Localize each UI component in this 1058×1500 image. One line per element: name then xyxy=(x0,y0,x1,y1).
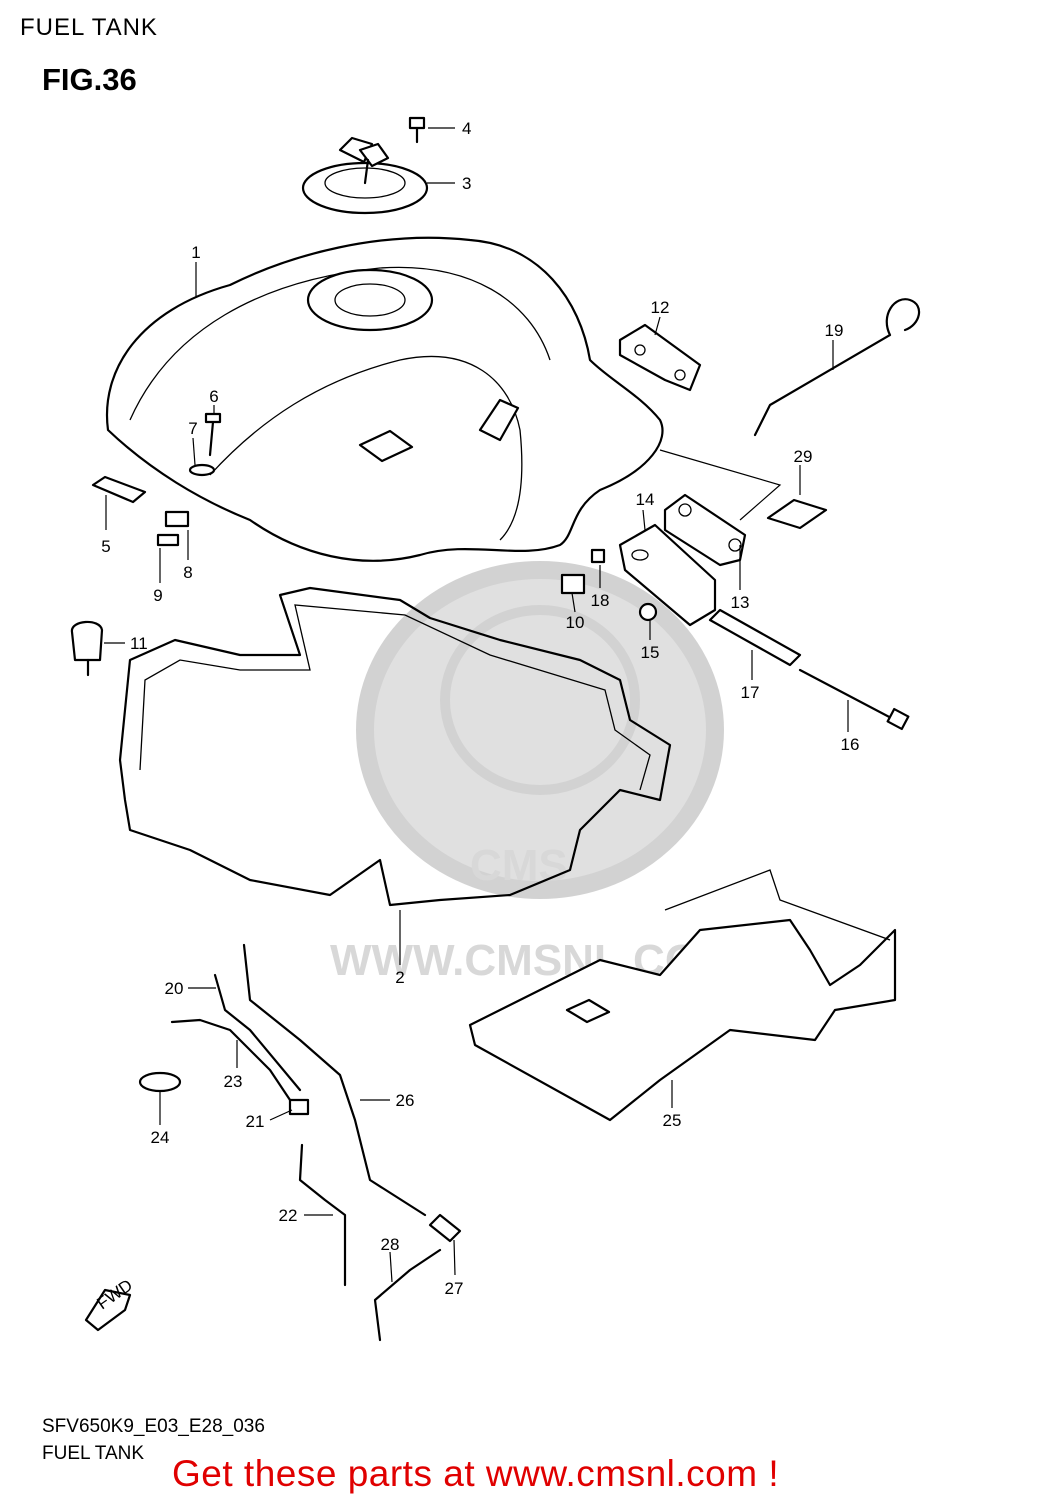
part-7-washer[interactable] xyxy=(188,463,216,477)
part-1-fuel-tank[interactable] xyxy=(105,236,664,562)
callout-17: 17 xyxy=(741,683,760,702)
footer-title: FUEL TANK xyxy=(42,1443,145,1464)
part-16-bolt[interactable] xyxy=(798,668,910,731)
callout-29: 29 xyxy=(794,447,813,466)
part-3-fuel-cap[interactable] xyxy=(301,136,429,215)
callout-19: 19 xyxy=(825,321,844,340)
callout-4: 4 xyxy=(462,119,471,138)
figure-number: FIG.36 xyxy=(42,62,137,97)
watermark-logo: CMS xyxy=(470,841,568,890)
callout-9: 9 xyxy=(153,586,162,605)
callout-8: 8 xyxy=(183,563,192,582)
callout-7: 7 xyxy=(188,419,197,438)
callout-1: 1 xyxy=(191,243,200,262)
part-12-bracket[interactable] xyxy=(618,323,702,392)
part-19-wire[interactable] xyxy=(753,298,921,437)
cmsnl-watermark: CMS WWW.CMSNL.COM xyxy=(330,561,736,985)
callout-23: 23 xyxy=(224,1072,243,1091)
part-15-nut[interactable] xyxy=(638,602,658,622)
callout-14: 14 xyxy=(636,490,655,509)
part-11-cushion[interactable] xyxy=(70,620,104,677)
callout-25: 25 xyxy=(663,1111,682,1130)
part-29-pad[interactable] xyxy=(766,498,828,530)
callout-5: 5 xyxy=(101,537,110,556)
part-18-clip[interactable] xyxy=(590,548,606,564)
callout-16: 16 xyxy=(841,735,860,754)
page-title: FUEL TANK xyxy=(20,14,158,41)
callout-22: 22 xyxy=(279,1206,298,1225)
callout-12: 12 xyxy=(651,298,670,317)
callout-10: 10 xyxy=(566,613,585,632)
part-23-hose[interactable] xyxy=(170,1018,292,1102)
part-17-collar[interactable] xyxy=(708,608,802,667)
part-10-pad[interactable] xyxy=(560,573,586,595)
part-14-hinge[interactable] xyxy=(618,523,717,627)
part-2-seal[interactable] xyxy=(118,586,672,907)
part-22-hose[interactable] xyxy=(298,1143,347,1287)
callout-11: 11 xyxy=(130,634,148,653)
callout-15: 15 xyxy=(641,643,660,662)
part-26-hose[interactable] xyxy=(242,943,427,1217)
part-6-bolt[interactable] xyxy=(204,412,222,457)
part-25-heat-shield[interactable] xyxy=(468,869,897,1122)
part-5-cushion[interactable] xyxy=(91,475,147,504)
part-24-ring[interactable] xyxy=(138,1071,182,1093)
callout-18: 18 xyxy=(591,591,610,610)
callout-28: 28 xyxy=(381,1235,400,1254)
part-27-joint[interactable] xyxy=(428,1213,462,1243)
callout-6: 6 xyxy=(209,387,218,406)
buy-parts-link[interactable]: Get these parts at www.cmsnl.com ! xyxy=(172,1453,780,1494)
part-28-hose[interactable] xyxy=(373,1248,442,1342)
callout-labels: 1 2 3 4 5 6 7 8 9 10 11 12 13 14 15 16 1… xyxy=(101,119,859,1298)
part-4-screw[interactable] xyxy=(408,116,426,144)
model-code: SFV650K9_E03_E28_036 xyxy=(42,1416,265,1437)
callout-20: 20 xyxy=(165,979,184,998)
callout-3: 3 xyxy=(462,174,471,193)
leader-lines xyxy=(104,127,849,1283)
callout-2: 2 xyxy=(395,968,404,987)
part-21-joint[interactable] xyxy=(288,1098,310,1116)
part-8-damper[interactable] xyxy=(164,510,190,528)
callout-24: 24 xyxy=(151,1128,170,1147)
callout-27: 27 xyxy=(445,1279,464,1298)
callout-13: 13 xyxy=(731,593,750,612)
callout-21: 21 xyxy=(246,1112,265,1131)
part-20-hose[interactable] xyxy=(213,973,302,1092)
part-9-collar[interactable] xyxy=(156,533,180,547)
callout-26: 26 xyxy=(396,1091,415,1110)
fwd-arrow-icon: FWD xyxy=(84,1276,136,1332)
